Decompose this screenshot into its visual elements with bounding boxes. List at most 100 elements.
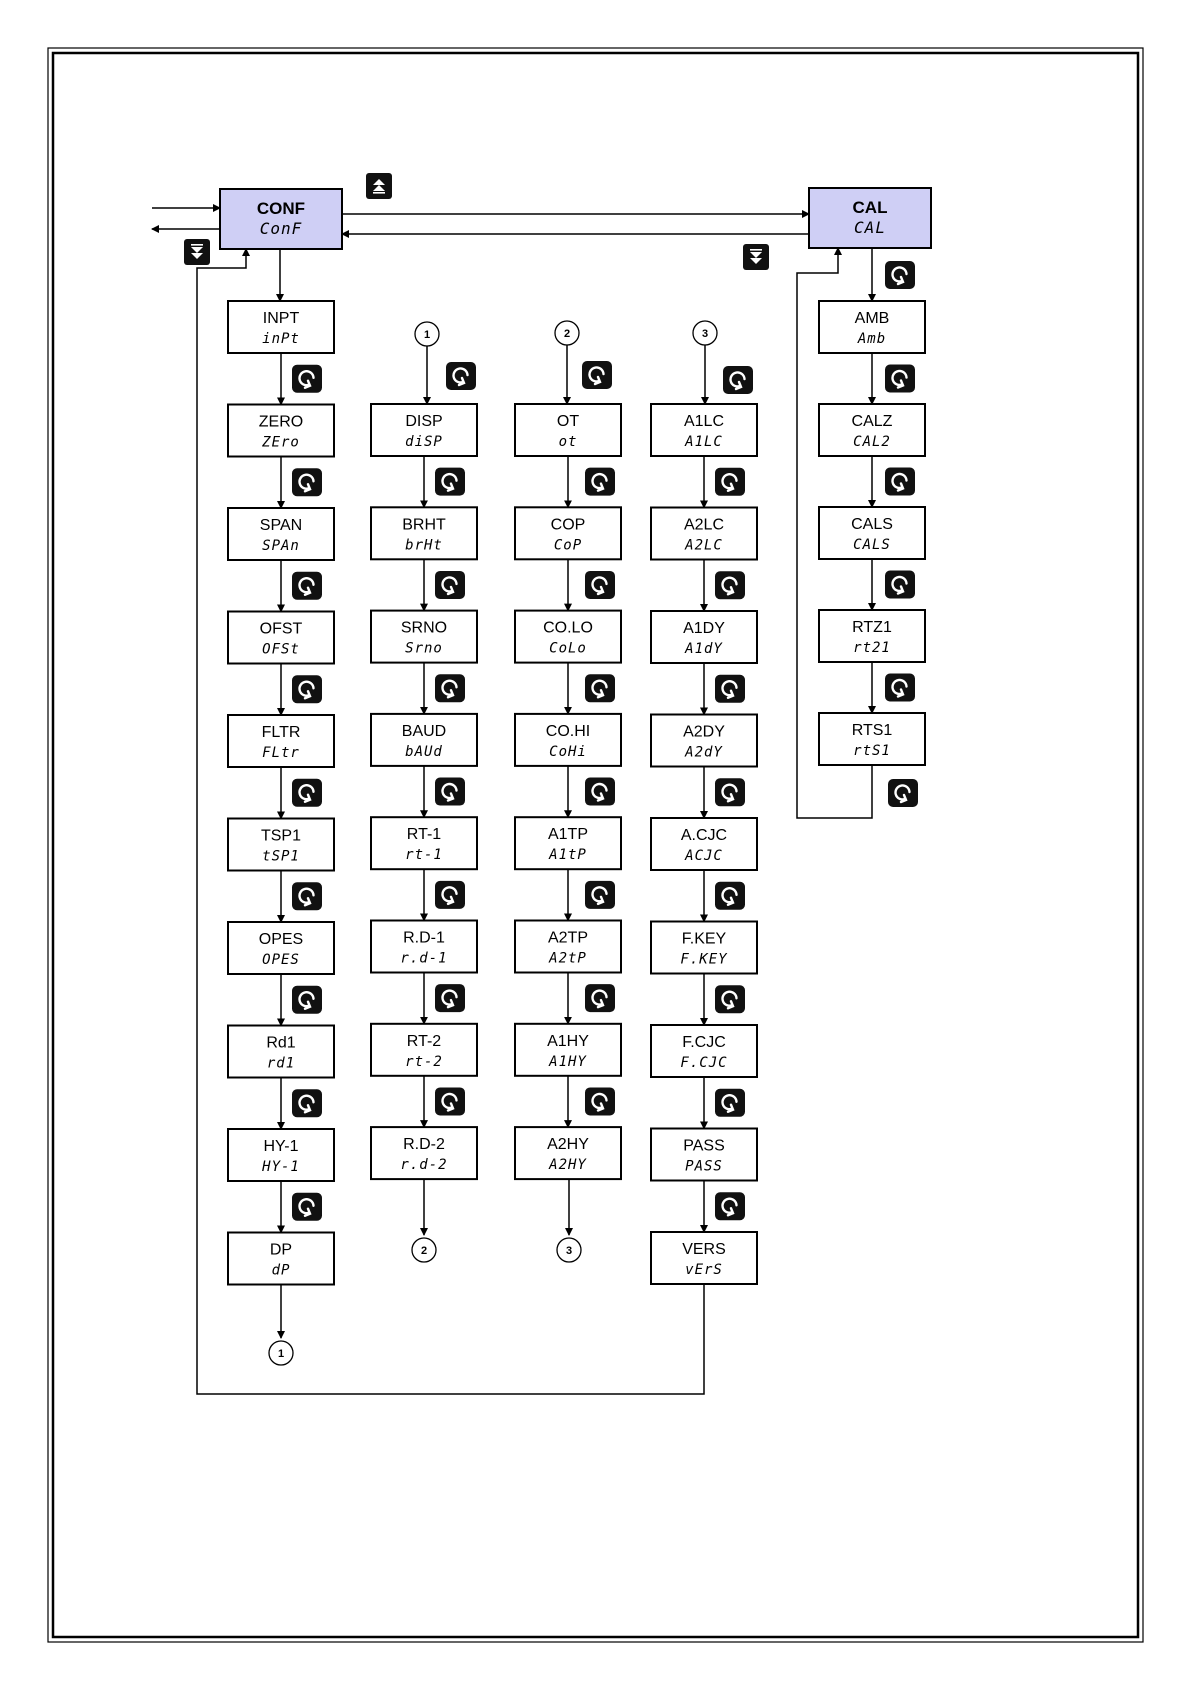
menu-box-rt-1[interactable]: RT-1rt-1 bbox=[370, 816, 478, 871]
menu-label: R.D-2 bbox=[403, 1136, 445, 1153]
menu-label: SPAN bbox=[260, 517, 302, 534]
segment-display-text: FLtr bbox=[262, 745, 300, 761]
enter-key-icon bbox=[888, 779, 918, 807]
segment-display-text: A1dY bbox=[684, 641, 723, 657]
menu-label: OPES bbox=[259, 931, 303, 948]
segment-display-text: bAUd bbox=[405, 744, 443, 760]
connector-2: 2 bbox=[411, 1237, 437, 1263]
enter-key-icon bbox=[585, 570, 615, 599]
menu-box-hy-1[interactable]: HY-1HY-1 bbox=[227, 1128, 335, 1182]
down-key-icon bbox=[184, 239, 210, 265]
menu-label: OT bbox=[557, 413, 579, 430]
menu-label: DISP bbox=[405, 413, 442, 430]
box-frame bbox=[514, 609, 622, 664]
segment-display-text: CoP bbox=[554, 537, 582, 553]
box-frame bbox=[514, 1126, 622, 1181]
menu-label: INPT bbox=[263, 310, 300, 327]
menu-label: A1HY bbox=[547, 1033, 589, 1050]
enter-key-icon bbox=[885, 570, 915, 599]
menu-label: RT-2 bbox=[407, 1033, 441, 1050]
menu-label: CONF bbox=[257, 199, 305, 218]
enter-key-icon bbox=[292, 364, 322, 393]
connector-1: 1 bbox=[414, 321, 440, 347]
box-frame bbox=[227, 921, 335, 975]
page-border-outer bbox=[47, 47, 1144, 1643]
segment-display-text: SPAn bbox=[262, 538, 300, 554]
menu-box-r-d-1[interactable]: R.D-1r.d-1 bbox=[370, 919, 478, 974]
menu-label: CAL bbox=[853, 198, 888, 217]
menu-box-r-d-2[interactable]: R.D-2r.d-2 bbox=[370, 1126, 478, 1181]
box-frame bbox=[650, 1024, 758, 1078]
menu-label: R.D-1 bbox=[403, 930, 445, 947]
connector-3: 3 bbox=[556, 1237, 582, 1263]
return-to-conf-line bbox=[196, 248, 705, 1395]
connector-label: 1 bbox=[278, 1348, 284, 1360]
connector-label: 3 bbox=[702, 328, 708, 340]
segment-display-text: A2LC bbox=[684, 538, 723, 554]
menu-box-f-cjc[interactable]: F.CJC F.CJC bbox=[650, 1024, 758, 1078]
enter-key-icon bbox=[292, 882, 322, 911]
segment-display-text: F.CJC bbox=[680, 1055, 727, 1071]
menu-box-ot[interactable]: OT ot bbox=[514, 403, 622, 457]
menu-label: A1TP bbox=[548, 826, 588, 843]
segment-display-text: ot bbox=[559, 434, 578, 450]
segment-display-text: CoHi bbox=[549, 744, 587, 760]
box-frame bbox=[808, 187, 932, 249]
segment-display-text: CoLo bbox=[549, 641, 587, 657]
enter-key-icon bbox=[292, 468, 322, 497]
enter-key-icon bbox=[715, 467, 745, 496]
menu-label: F.CJC bbox=[682, 1034, 726, 1051]
connectors: 1 1 2 2 3 3 bbox=[268, 320, 718, 1366]
box-frame bbox=[227, 1231, 335, 1286]
menu-label: HY-1 bbox=[264, 1138, 299, 1155]
enter-key-icon bbox=[715, 881, 745, 910]
menu-label: A2DY bbox=[683, 724, 725, 741]
box-frame bbox=[370, 919, 478, 974]
enter-key-icon bbox=[585, 984, 615, 1013]
box-frame bbox=[514, 403, 622, 457]
connector-label: 2 bbox=[564, 328, 570, 340]
box-frame bbox=[370, 1126, 478, 1181]
menu-box-span[interactable]: SPAN SPAn bbox=[227, 507, 335, 561]
menu-box-rt-2[interactable]: RT-2rt-2 bbox=[370, 1022, 478, 1077]
segment-display-text: Srno bbox=[405, 641, 443, 657]
segment-display-text: A2tP bbox=[548, 951, 587, 967]
connector-3: 3 bbox=[692, 320, 718, 346]
